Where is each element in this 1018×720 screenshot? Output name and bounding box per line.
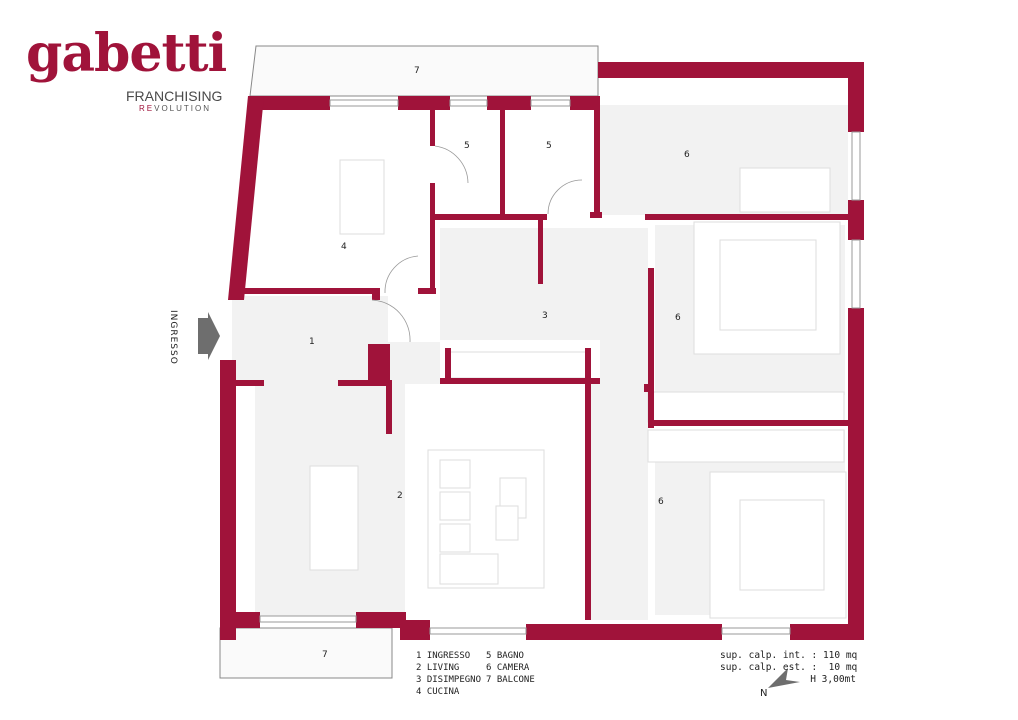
brand-sub: FRANCHISING	[126, 88, 223, 104]
ceiling-height: H 3,00mt	[810, 674, 856, 685]
internal-surface: sup. calp. int. : 110 mq	[720, 650, 858, 661]
legend-item: 4 CUCINA	[416, 687, 460, 697]
room-label-7-top: 7	[414, 66, 420, 76]
balcony-top	[249, 45, 599, 97]
north-label: N	[760, 688, 768, 699]
legend-item: 2 LIVING	[416, 663, 460, 673]
room-label-5-right: 5	[546, 141, 552, 151]
balcony-bottom	[219, 627, 393, 679]
room-label-6-mid: 6	[675, 313, 681, 323]
brand-logo: gabetti FRANCHISING REVOLUTION	[26, 28, 227, 116]
north-arrow-icon	[768, 668, 800, 688]
room-label-1: 1	[309, 337, 315, 347]
brand-tagline: REVOLUTION	[139, 104, 212, 113]
surface-info: sup. calp. int. : 110 mq sup. calp. est.…	[720, 650, 858, 686]
room-label-2: 2	[397, 491, 403, 501]
entrance-arrow-icon	[198, 312, 220, 360]
legend-item: 1 INGRESSO	[416, 651, 471, 661]
room-label-5-left: 5	[464, 141, 470, 151]
walls	[220, 62, 864, 640]
legend-item: 7 BALCONE	[486, 675, 535, 685]
room-label-3: 3	[542, 311, 548, 321]
room-label-7-bottom: 7	[322, 650, 328, 660]
external-surface: sup. calp. est. : 10 mq	[720, 662, 858, 673]
entrance-label: INGRESSO	[168, 310, 178, 365]
room-label-6-top: 6	[684, 150, 690, 160]
room-label-6-bottom: 6	[658, 497, 664, 507]
legend-item: 6 CAMERA	[486, 663, 530, 673]
legend-item: 3 DISIMPEGNO	[416, 675, 482, 685]
legend-item: 5 BAGNO	[486, 651, 524, 661]
brand-name: gabetti	[26, 23, 227, 84]
room-label-4: 4	[341, 242, 347, 252]
